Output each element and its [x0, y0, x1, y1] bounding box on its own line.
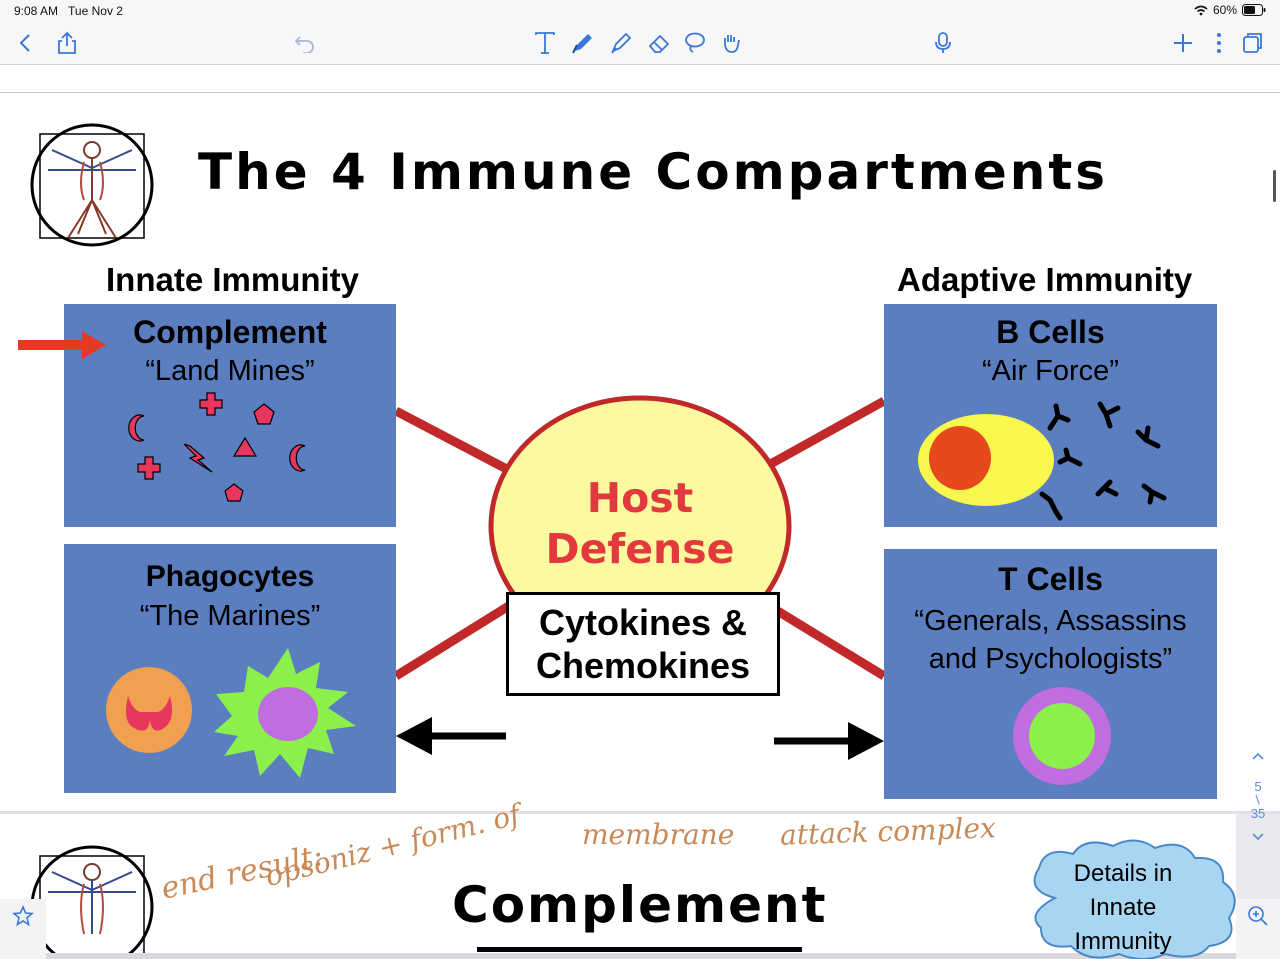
pen-icon[interactable] [570, 30, 596, 56]
more-icon[interactable] [1206, 30, 1232, 56]
vitruvian-man-logo [30, 123, 154, 247]
cross-icon [137, 456, 161, 480]
b-cell-nucleus [929, 426, 991, 490]
zoom-button[interactable] [1236, 899, 1280, 959]
pentagon-icon [253, 403, 275, 425]
undo-icon[interactable] [292, 30, 318, 56]
t-cell-graphic [1013, 687, 1111, 785]
pages-icon[interactable] [1240, 30, 1266, 56]
status-time: 9:08 AM Tue Nov 2 [14, 4, 123, 18]
t-cells-title: T Cells [998, 561, 1103, 597]
gesture-icon[interactable] [718, 30, 744, 56]
spoke-phagocytes [393, 595, 523, 680]
page-bottom-edge [0, 953, 1236, 959]
arrow-right-head [848, 722, 884, 760]
hub-line1: Host [586, 474, 694, 522]
triangle-icon [232, 436, 258, 457]
cloud-line1: Details in [1073, 860, 1173, 887]
complement-box: Complement “Land Mines” [64, 304, 396, 527]
adaptive-heading: Adaptive Immunity [897, 261, 1193, 298]
t-cells-box: T Cells “Generals, Assassins and Psychol… [884, 549, 1217, 799]
page-total: 35 [1250, 806, 1266, 821]
phagocytes-subtitle: “The Marines” [139, 600, 321, 632]
eraser-icon[interactable] [646, 30, 672, 56]
innate-heading: Innate Immunity [106, 261, 360, 298]
t-cells-subtitle-line1: “Generals, Assassins [914, 605, 1187, 637]
neutrophil-cell [106, 667, 192, 753]
cytokines-line1: Cytokines & [538, 602, 748, 643]
spoke-b-cells [755, 397, 887, 475]
antibodies [1039, 401, 1167, 521]
cloud-line2: Innate [1089, 894, 1157, 921]
page-current: 5 [1254, 779, 1262, 794]
phagocytes-title: Phagocytes [145, 560, 315, 593]
red-pointer-arrow [18, 331, 106, 359]
page-divider [0, 811, 1280, 814]
battery-percent: 60% [1212, 3, 1237, 17]
zoom-in-icon [1248, 906, 1268, 926]
next-slide-page [0, 814, 1236, 959]
wifi-icon [1194, 5, 1208, 15]
b-cell-graphic [918, 401, 1167, 521]
title-underline [477, 947, 802, 952]
t-cells-subtitle: “Generals, Assassins and Psychologists” [884, 602, 1217, 678]
crescent-icon [128, 414, 145, 442]
share-icon[interactable] [54, 30, 80, 56]
text-tool-icon[interactable] [532, 30, 558, 56]
complement-slide-title: Complement [452, 876, 828, 934]
scrollbar-thumb[interactable] [1273, 170, 1276, 202]
land-mines-icons [128, 392, 306, 502]
host-defense-label: Host Defense [491, 473, 789, 575]
battery-icon [1242, 4, 1266, 16]
crescent-icon [289, 444, 306, 472]
t-cells-subtitle-line2: and Psychologists” [928, 643, 1173, 675]
star-icon [12, 905, 34, 927]
lasso-icon[interactable] [682, 30, 708, 56]
phagocyte-cells [106, 648, 356, 778]
details-cloud [1033, 839, 1236, 959]
complement-title: Complement [133, 314, 327, 350]
complement-subtitle: “Land Mines” [145, 355, 315, 387]
details-cloud-text: Details in Innate Immunity [1040, 857, 1206, 959]
cytokines-line2: Chemokines [535, 645, 751, 686]
back-icon[interactable] [12, 30, 38, 56]
slide-page: The 4 Immune Compartments Innate Immunit… [0, 93, 1280, 811]
page-navigator: 5 / 35 [1240, 750, 1276, 900]
t-cell-nucleus [1029, 703, 1095, 769]
hub-line2: Defense [545, 525, 735, 573]
chevron-up-icon[interactable] [1250, 750, 1266, 762]
neutrophil-nucleus [126, 696, 172, 731]
macrophage-nucleus [258, 687, 318, 741]
arrow-left-head [396, 717, 432, 755]
handwriting-membrane: membrane [582, 818, 735, 851]
spoke-complement [393, 407, 523, 480]
cytokines-box: Cytokines & Chemokines [506, 592, 780, 696]
lightning-icon [183, 443, 213, 473]
previous-page-bottom [0, 65, 1280, 93]
chevron-down-icon[interactable] [1250, 831, 1266, 843]
host-defense-hub [393, 395, 887, 760]
toolbar [0, 22, 1280, 65]
cross-icon [199, 392, 223, 416]
add-icon[interactable] [1170, 30, 1196, 56]
slide-title: The 4 Immune Compartments [198, 143, 1109, 201]
vitruvian-man-logo [30, 845, 154, 959]
favorite-button[interactable] [0, 899, 46, 959]
cloud-line3: Immunity [1074, 928, 1172, 955]
b-cells-title: B Cells [996, 314, 1105, 350]
status-right: 60% [1194, 3, 1266, 17]
b-cells-subtitle: “Air Force” [982, 355, 1119, 387]
pentagon-icon [224, 483, 244, 502]
microphone-icon[interactable] [930, 30, 956, 56]
b-cells-box: B Cells “Air Force” [884, 304, 1217, 527]
highlighter-icon[interactable] [608, 30, 634, 56]
status-bar: 9:08 AM Tue Nov 2 60% [0, 0, 1280, 22]
phagocytes-box: Phagocytes “The Marines” [64, 544, 396, 793]
